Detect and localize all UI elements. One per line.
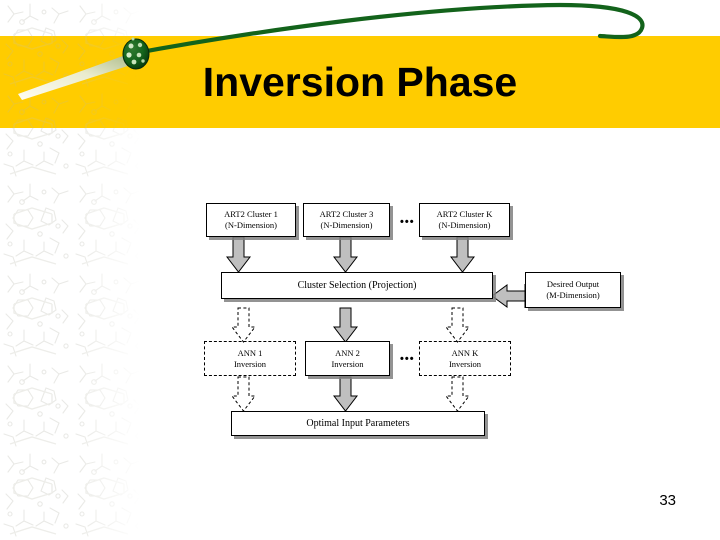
ann-k-inversion-box[interactable]: ANN K Inversion (419, 341, 511, 376)
cluster-row-ellipsis: ••• (400, 216, 415, 228)
green-globe-icon (122, 37, 150, 70)
ann-2-inversion-box[interactable]: ANN 2 Inversion (305, 341, 390, 376)
art2-cluster-k-label: ART2 Cluster K (N-Dimension) (436, 209, 493, 230)
cluster-selection-label: Cluster Selection (Projection) (297, 280, 417, 291)
art2-cluster-1-label: ART2 Cluster 1 (N-Dimension) (224, 209, 278, 230)
ann-1-inversion-label: ANN 1 Inversion (233, 347, 267, 369)
optimal-input-parameters-label: Optimal Input Parameters (306, 418, 410, 429)
desired-output-label: Desired Output (M-Dimension) (546, 279, 600, 300)
art2-cluster-1-box[interactable]: ART2 Cluster 1 (N-Dimension) (206, 203, 296, 237)
swoosh-tail (18, 52, 140, 100)
arrow-cluster3-to-selection (332, 236, 359, 273)
arrow-cluster1-to-selection (225, 236, 252, 273)
arrow-ann1-to-output (230, 376, 257, 412)
page-number: 33 (659, 492, 676, 509)
art2-cluster-3-label: ART2 Cluster 3 (N-Dimension) (319, 209, 374, 230)
arrow-desired-output-to-selection (491, 284, 526, 308)
arrow-selection-to-ann2 (332, 307, 359, 343)
swoosh-curve (122, 2, 645, 58)
art2-cluster-k-box[interactable]: ART2 Cluster K (N-Dimension) (419, 203, 510, 237)
ann-row-ellipsis: ••• (400, 353, 415, 365)
ann-1-inversion-box[interactable]: ANN 1 Inversion (204, 341, 296, 376)
page-title: Inversion Phase (202, 59, 518, 105)
ann-k-inversion-label: ANN K Inversion (448, 347, 482, 369)
ann-2-inversion-label: ANN 2 Inversion (331, 347, 364, 369)
swoosh-decoration (18, 2, 645, 100)
title-band (0, 36, 720, 128)
arrow-selection-to-annk (444, 307, 471, 343)
optimal-input-parameters-box[interactable]: Optimal Input Parameters (231, 411, 485, 436)
arrow-selection-to-ann1 (230, 307, 257, 343)
arrow-annk-to-output (444, 376, 471, 412)
desired-output-box[interactable]: Desired Output (M-Dimension) (525, 272, 621, 308)
arrow-clusterk-to-selection (449, 236, 476, 273)
art2-cluster-3-box[interactable]: ART2 Cluster 3 (N-Dimension) (303, 203, 390, 237)
cluster-selection-box[interactable]: Cluster Selection (Projection) (221, 272, 493, 299)
arrow-ann2-to-output (332, 376, 359, 412)
